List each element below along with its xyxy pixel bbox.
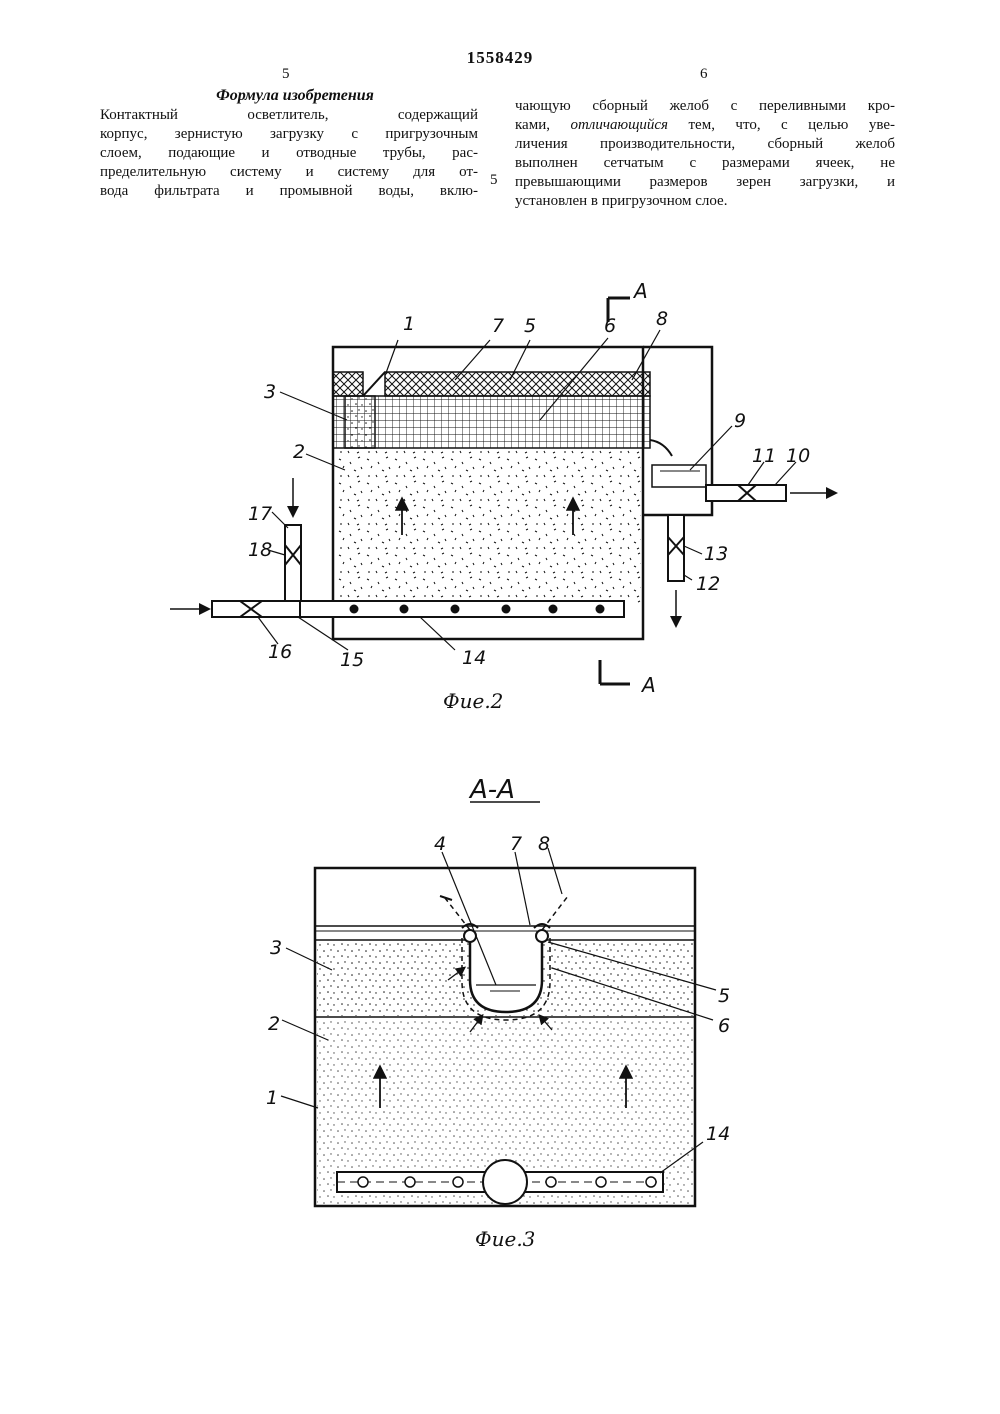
fig2-section-mark-top: A (632, 279, 648, 303)
fig2-label-15: 15 (340, 649, 364, 671)
column-number-right: 6 (700, 66, 708, 82)
fig2-label-16: 16 (268, 641, 292, 663)
claim-line: корпус, зернистую загрузку с пригрузочны… (100, 126, 478, 142)
fig3-label-6: 6 (718, 1015, 730, 1037)
fig2-leader-lines (257, 329, 797, 651)
fig2-cover-layer (384, 371, 651, 397)
patent-number: 1558429 (466, 48, 534, 67)
fig2-label-2: 2 (293, 441, 305, 463)
fig2-label-10: 10 (786, 445, 810, 467)
fig2-label-13: 13 (704, 543, 728, 565)
fig3-label-5: 5 (718, 985, 730, 1007)
claims-left-column: Контактный осветлитель, содержащий корпу… (100, 106, 478, 201)
claim-line: ками, отличающийся тем, что, с целью уве… (515, 116, 895, 135)
claim-text: ками, (515, 117, 571, 133)
fig3-section-title: A-A (468, 775, 515, 805)
fig2-caption: Фие.2 (443, 689, 503, 713)
fig2-label-18: 18 (248, 539, 272, 561)
fig2-label-8: 8 (656, 308, 668, 330)
fig2-mesh-trough (332, 395, 651, 449)
claim-line: установлен в пригрузочном слое. (515, 193, 728, 209)
claims-heading: Формула изобретения (216, 87, 374, 104)
margin-line-marker: 5 (490, 172, 498, 188)
claim-line: пределительную систему и систему для от- (100, 164, 478, 180)
fig3-label-4: 4 (434, 833, 446, 855)
claim-line: вода фильтрата и промывной воды, вклю- (100, 183, 478, 199)
claim-distinguishing-word: отличающийся (570, 117, 669, 133)
fig3-label-8: 8 (538, 833, 550, 855)
claim-text: тем, что, с целью уве- (668, 117, 895, 133)
fig3-leader-lines (280, 847, 717, 1174)
fig2-label-12: 12 (696, 573, 720, 595)
claim-line: превышающими размеров зерен загрузки, и (515, 174, 895, 190)
fig2-label-1: 1 (403, 313, 415, 335)
fig2-label-17: 17 (248, 503, 272, 525)
fig2-label-3: 3 (264, 381, 276, 403)
claim-line: Контактный осветлитель, содержащий (100, 107, 478, 123)
fig2-label-5: 5 (524, 315, 536, 337)
fig2-label-9: 9 (734, 410, 746, 432)
claim-line: слоем, подающие и отводные трубы, рас- (100, 145, 478, 161)
figure-3-drawing: A-A (313, 775, 697, 1208)
fig2-label-14: 14 (462, 647, 486, 669)
fig2-section-mark-bottom: A (640, 673, 656, 697)
claim-line: выполнен сетчатым с размерами ячеек, не (515, 155, 895, 171)
fig2-label-6: 6 (604, 315, 616, 337)
claim-line: личения производительности, сборный жело… (515, 136, 895, 152)
fig3-label-14: 14 (706, 1123, 730, 1145)
claims-right-column: чающую сборный желоб с переливными кро- … (515, 97, 895, 211)
fig2-label-11: 11 (752, 445, 776, 467)
fig2-granular-load (335, 448, 641, 604)
fig3-label-1: 1 (266, 1087, 278, 1109)
fig2-distribution-pipe (299, 600, 625, 618)
column-number-left: 5 (282, 66, 290, 82)
fig3-label-2: 2 (268, 1013, 280, 1035)
fig3-caption: Фие.3 (475, 1227, 535, 1251)
fig3-label-7: 7 (510, 833, 522, 855)
fig2-tank (170, 296, 838, 686)
fig2-label-7: 7 (492, 315, 504, 337)
claim-line: чающую сборный желоб с переливными кро- (515, 98, 895, 114)
fig3-label-3: 3 (270, 937, 282, 959)
fig3-collection-trough (468, 938, 544, 1014)
